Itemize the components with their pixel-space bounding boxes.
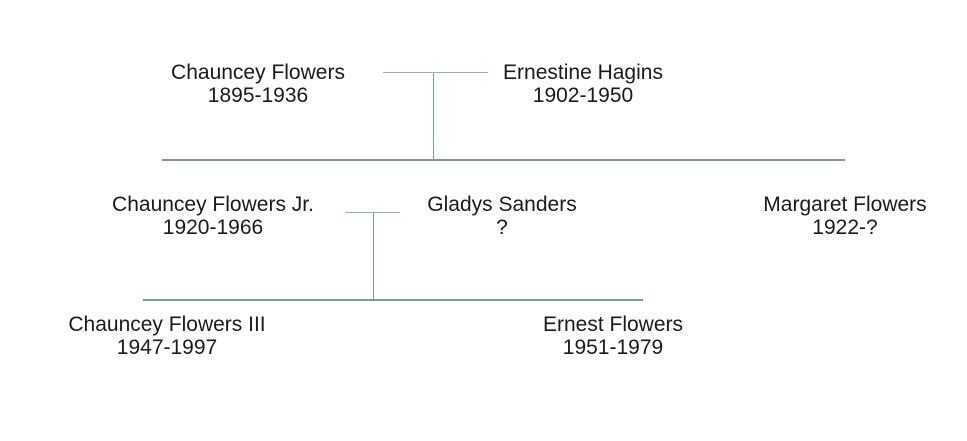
gen2-couple-connector-line	[345, 212, 400, 213]
person-gladys-sanders: Gladys Sanders ?	[427, 193, 576, 239]
gen1-couple-connector-line	[383, 72, 488, 73]
gen2-children-line	[143, 299, 643, 301]
person-chauncey-flowers-iii: Chauncey Flowers III 1947-1997	[68, 313, 265, 359]
person-dates: ?	[496, 216, 508, 239]
person-chauncey-flowers-jr: Chauncey Flowers Jr. 1920-1966	[112, 193, 314, 239]
person-ernest-flowers: Ernest Flowers 1951-1979	[543, 313, 683, 359]
person-name: Chauncey Flowers	[171, 61, 345, 84]
person-dates: 1947-1997	[116, 336, 218, 359]
person-ernestine-hagins: Ernestine Hagins 1902-1950	[503, 61, 663, 107]
person-chauncey-flowers: Chauncey Flowers 1895-1936	[171, 61, 345, 107]
person-name: Ernestine Hagins	[503, 61, 663, 84]
gen2-descent-line	[373, 213, 374, 300]
person-dates: 1902-1950	[532, 84, 634, 107]
person-name: Chauncey Flowers III	[68, 313, 266, 336]
person-name: Chauncey Flowers Jr.	[112, 193, 314, 216]
person-name: Margaret Flowers	[763, 193, 927, 216]
person-name: Gladys Sanders	[427, 193, 577, 216]
person-dates: 1895-1936	[207, 84, 309, 107]
person-dates: 1951-1979	[562, 336, 664, 359]
person-dates: 1920-1966	[162, 216, 264, 239]
person-dates: 1922-?	[812, 216, 878, 239]
person-margaret-flowers: Margaret Flowers 1922-?	[763, 193, 926, 239]
gen1-descent-line	[433, 73, 434, 160]
person-name: Ernest Flowers	[542, 313, 684, 336]
gen1-children-line	[162, 159, 845, 161]
